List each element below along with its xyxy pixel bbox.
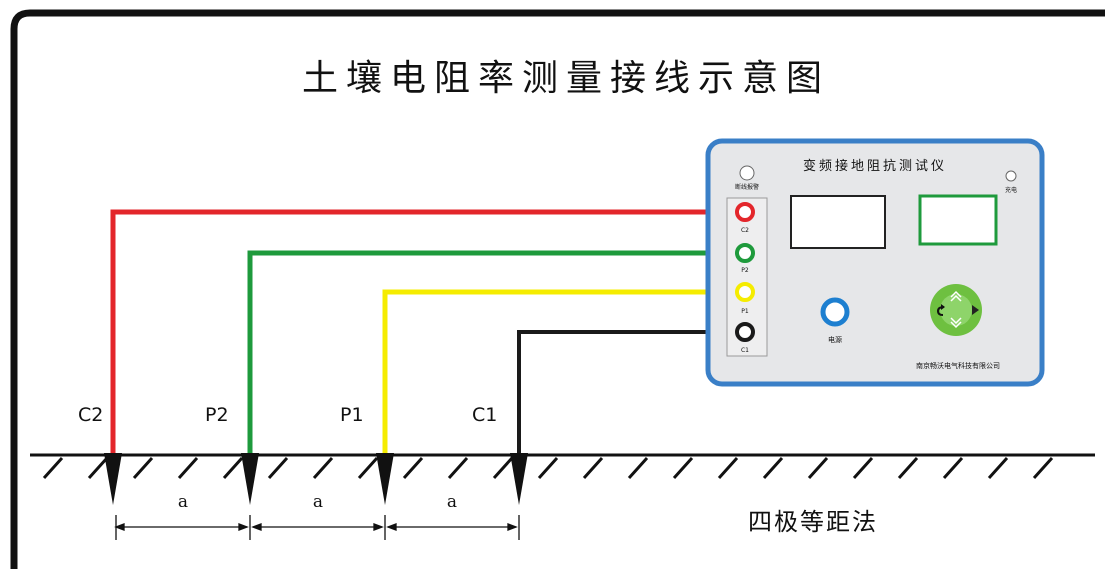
spacing-label-3: a [447, 492, 457, 512]
nav-down-icon[interactable] [950, 317, 962, 329]
alarm-label: 断线报警 [735, 183, 759, 191]
electrode-p2 [241, 453, 259, 505]
electrode-p1 [376, 453, 394, 505]
spacing-label-2: a [313, 492, 323, 512]
nav-back-icon[interactable] [936, 304, 945, 316]
alarm-led [739, 165, 755, 181]
outer-frame [10, 9, 1105, 569]
dimension-lines [114, 515, 520, 540]
label-c1: C1 [472, 404, 497, 426]
label-p2: P2 [205, 404, 229, 426]
wire-p1 [382, 289, 735, 453]
svg-text:P1: P1 [741, 308, 749, 315]
main-display [790, 195, 886, 249]
electrode-c1 [510, 453, 528, 505]
diagram-title: 土壤电阻率测量接线示意图 [302, 58, 830, 99]
svg-text:C2: C2 [741, 227, 749, 234]
power-button[interactable] [820, 297, 850, 327]
method-caption: 四极等距法 [748, 508, 878, 536]
svg-text:P2: P2 [741, 267, 749, 274]
terminal-p1[interactable]: P1 [735, 282, 755, 315]
power-label: 电源 [828, 335, 842, 344]
label-c2: C2 [78, 404, 103, 426]
wire-p2 [247, 250, 735, 453]
label-p1: P1 [340, 404, 364, 426]
navigation-pad[interactable] [930, 284, 982, 336]
wire-c2 [110, 209, 735, 453]
terminal-p2[interactable]: P2 [735, 243, 755, 274]
terminal-c2[interactable]: C2 [735, 202, 755, 234]
electrode-c2 [104, 453, 122, 505]
svg-text:C1: C1 [741, 347, 749, 354]
instrument-panel: 变频接地阻抗测试仪 断线报警 充电 C2 P2 P1 C1 [705, 138, 1045, 387]
charge-led [1005, 170, 1017, 182]
company-name: 南京畅沃电气科技有限公司 [916, 361, 1000, 370]
secondary-display [918, 194, 998, 246]
spacing-label-1: a [178, 492, 188, 512]
nav-right-icon[interactable] [972, 305, 979, 315]
instrument-name: 变频接地阻抗测试仪 [803, 158, 947, 174]
charge-label: 充电 [1005, 186, 1017, 194]
wire-c1 [517, 330, 735, 453]
nav-up-icon[interactable] [950, 290, 962, 302]
ground-hatching [42, 456, 1054, 480]
terminal-c1[interactable]: C1 [735, 322, 755, 354]
